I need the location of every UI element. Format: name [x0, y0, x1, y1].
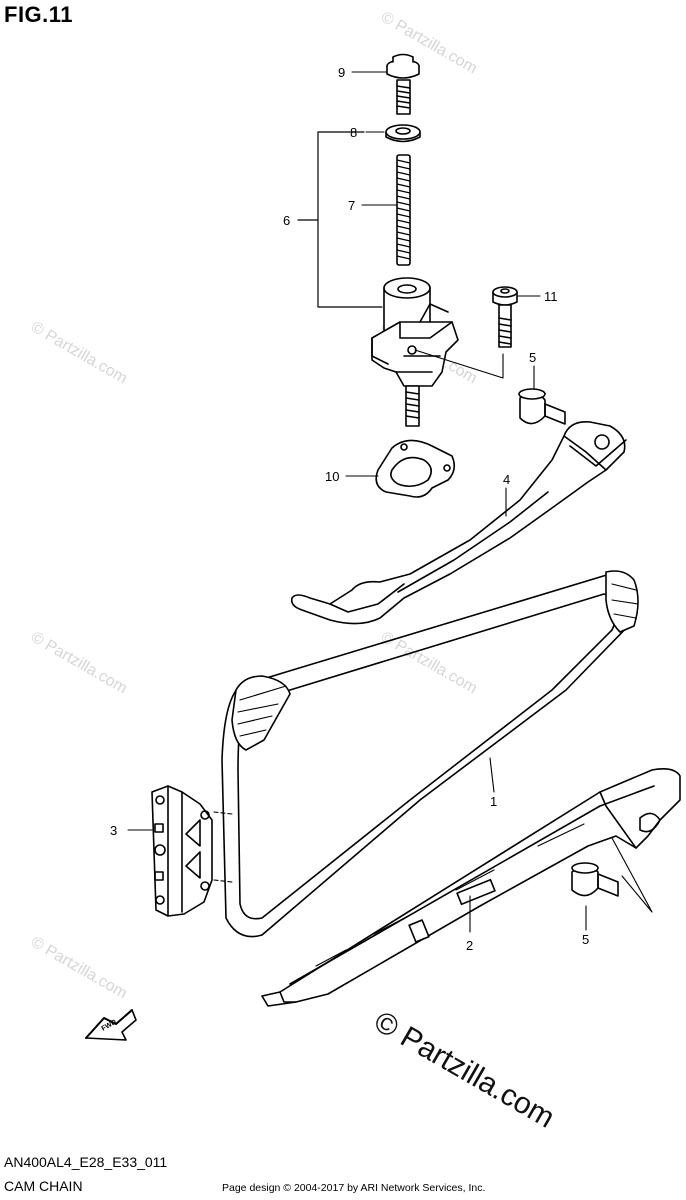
fwd-direction-arrow [85, 1009, 137, 1041]
part-5-guide-bolt-bottom[interactable] [571, 837, 653, 913]
diagram-title: CAM CHAIN [4, 1178, 83, 1194]
callout-9: 9 [338, 65, 345, 80]
faint-watermark: © Partzilla.com [28, 934, 130, 1003]
faint-watermarks: © Partzilla.com © Partzilla.com © Partzi… [28, 9, 480, 1003]
faint-watermark: © Partzilla.com [28, 319, 130, 388]
part-2-chain-guide[interactable] [261, 768, 681, 1007]
leader-lines [127, 71, 587, 931]
part-10-gasket[interactable] [375, 439, 456, 498]
page-credit: Page design © 2004-2017 by ARI Network S… [222, 1182, 486, 1194]
part-6-tensioner[interactable] [371, 277, 459, 427]
model-code: AN400AL4_E28_E33_011 [4, 1154, 168, 1170]
callout-5-bottom: 5 [582, 932, 589, 947]
callout-7: 7 [348, 198, 355, 213]
callout-5-top: 5 [529, 350, 536, 365]
part-7-spring[interactable] [396, 154, 411, 266]
callout-4: 4 [503, 472, 510, 487]
part-6-bracket-line [297, 131, 383, 308]
faint-watermark: © Partzilla.com [28, 629, 130, 698]
figure-title: FIG.11 [4, 2, 74, 27]
callout-3: 3 [110, 823, 117, 838]
part-5-guide-bolt-top[interactable] [518, 388, 566, 425]
callout-2: 2 [466, 938, 473, 953]
part-8-washer[interactable] [385, 124, 421, 143]
part-4-tensioner-guide[interactable] [290, 420, 627, 625]
callout-6: 6 [283, 213, 290, 228]
part-1-cam-chain[interactable] [221, 570, 639, 938]
callout-10: 10 [325, 469, 339, 484]
callout-numbers: 9 8 7 6 11 5 4 10 1 3 2 5 [110, 65, 589, 953]
part-11-screw[interactable] [414, 286, 518, 379]
part-3-chain-guide[interactable] [151, 785, 233, 917]
callout-1: 1 [490, 794, 497, 809]
callout-11: 11 [544, 289, 558, 304]
callout-8: 8 [350, 125, 357, 140]
part-9-bolt[interactable] [386, 53, 420, 115]
